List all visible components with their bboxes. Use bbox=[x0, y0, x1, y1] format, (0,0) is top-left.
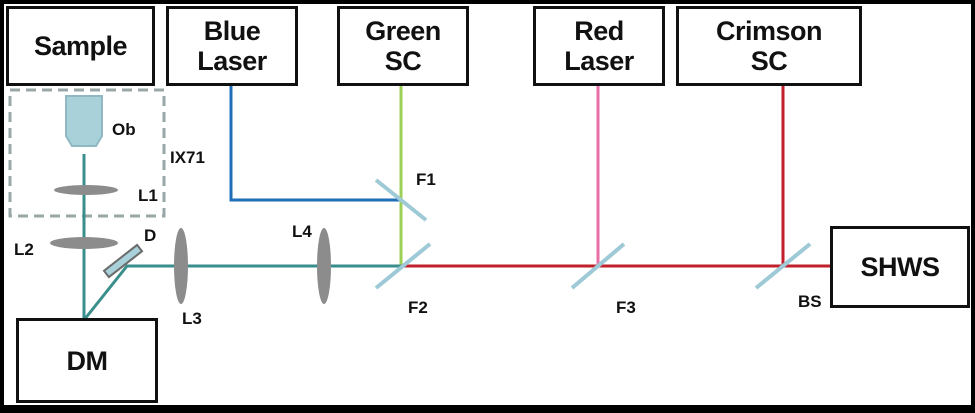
blue-beam bbox=[229, 84, 401, 202]
filter-f2-icon bbox=[374, 242, 432, 290]
dm-box: DM bbox=[16, 318, 158, 403]
sample-label: Sample bbox=[33, 31, 128, 61]
mirror-d-icon bbox=[102, 243, 144, 279]
ob-label: Ob bbox=[112, 120, 136, 139]
d-label: D bbox=[144, 226, 157, 245]
shws-label: SHWS bbox=[860, 252, 941, 282]
red-laser-label: Red Laser bbox=[564, 16, 634, 76]
sample-box: Sample bbox=[6, 6, 155, 86]
filter-f1-icon bbox=[374, 178, 428, 222]
l2-label: L2 bbox=[14, 240, 34, 259]
dm-label: DM bbox=[66, 345, 109, 376]
green-sc-box: Green SC bbox=[337, 6, 469, 86]
green-sc-label: Green SC bbox=[365, 16, 441, 76]
beam-splitter-icon bbox=[754, 242, 812, 290]
blue-laser-label: Blue Laser bbox=[197, 16, 267, 76]
f2-label: F2 bbox=[408, 298, 428, 317]
ix71-label: IX71 bbox=[170, 148, 205, 167]
f3-label: F3 bbox=[616, 298, 636, 317]
blue-laser-box: Blue Laser bbox=[166, 6, 298, 86]
f1-label: F1 bbox=[416, 170, 436, 189]
l4-label: L4 bbox=[292, 222, 312, 241]
objective-icon bbox=[65, 95, 103, 147]
lens-l4-icon bbox=[317, 228, 331, 304]
bs-label: BS bbox=[798, 292, 822, 311]
lens-l2-icon bbox=[50, 237, 118, 249]
optical-setup-diagram: Sample Blue Laser Green SC Red Laser Cri… bbox=[4, 4, 971, 405]
lens-l3-icon bbox=[174, 228, 188, 304]
l3-label: L3 bbox=[182, 309, 202, 328]
filter-f3-icon bbox=[570, 242, 626, 290]
beam-paths bbox=[8, 84, 830, 325]
teal-beam bbox=[82, 154, 401, 325]
lens-l1-icon bbox=[54, 185, 118, 195]
red-laser-box: Red Laser bbox=[533, 6, 665, 86]
shws-box: SHWS bbox=[830, 226, 970, 308]
crimson-sc-box: Crimson SC bbox=[676, 6, 862, 86]
l1-label: L1 bbox=[138, 186, 158, 205]
crimson-sc-label: Crimson SC bbox=[715, 16, 823, 76]
ix71-enclosure bbox=[8, 88, 166, 218]
